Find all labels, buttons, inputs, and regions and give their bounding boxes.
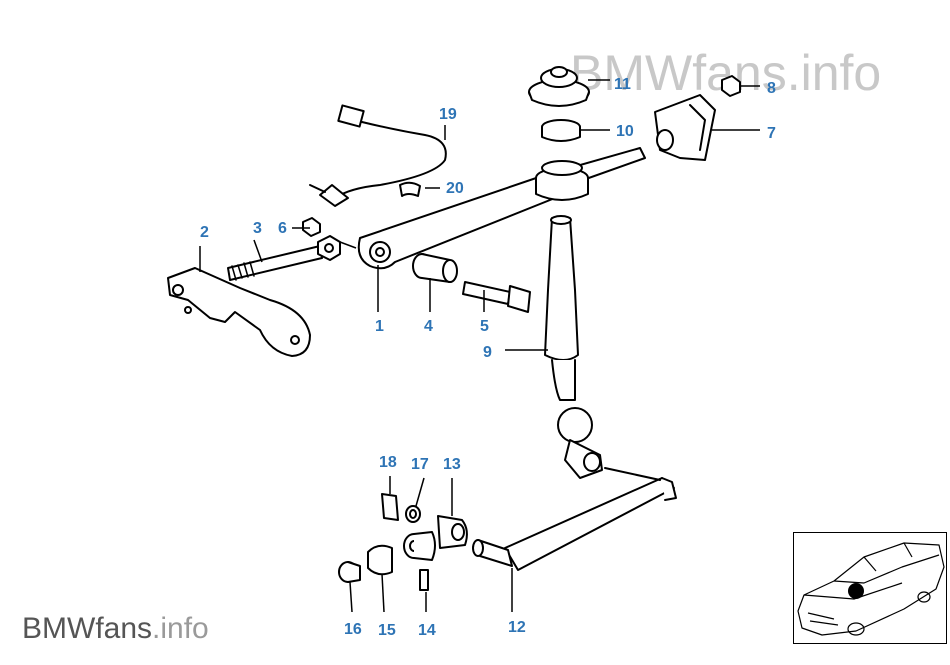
callout-18: 18 xyxy=(379,454,397,471)
watermark-suffix: .info xyxy=(786,45,882,101)
leader-lines xyxy=(199,79,760,613)
nut-8 xyxy=(721,75,741,97)
shift-arm xyxy=(357,147,646,270)
callouts: 1 2 3 4 5 6 7 8 9 10 11 12 13 14 15 16 1… xyxy=(200,76,776,639)
callout-20: 20 xyxy=(446,180,464,197)
car-location-inset xyxy=(793,532,947,644)
joint-part xyxy=(437,515,468,549)
bolt-part xyxy=(227,245,323,281)
bolt-5 xyxy=(462,281,531,313)
nut-part xyxy=(302,217,341,261)
callout-12: 12 xyxy=(508,619,526,636)
mount-bracket xyxy=(654,94,716,161)
bushing-part xyxy=(412,253,458,283)
callout-10: 10 xyxy=(616,123,634,140)
watermark-suffix: .info xyxy=(152,612,209,645)
collar xyxy=(535,160,589,201)
callout-19: 19 xyxy=(439,106,457,123)
clip-part xyxy=(399,181,421,197)
callout-17: 17 xyxy=(411,456,429,473)
clip-18 xyxy=(381,493,399,521)
watermark-top: BMWfans.info xyxy=(570,44,881,102)
car-location-icon xyxy=(797,542,945,636)
callout-9: 9 xyxy=(483,344,492,361)
bush-15 xyxy=(367,544,393,576)
callout-16: 16 xyxy=(344,621,362,638)
watermark-bottom: BMWfans.info xyxy=(22,612,209,646)
callout-4: 4 xyxy=(424,318,433,335)
watermark-brand: BMWfans xyxy=(570,45,787,101)
wiring-harness xyxy=(309,104,447,207)
callout-14: 14 xyxy=(418,622,436,639)
callout-3: 3 xyxy=(253,220,262,237)
washer-part xyxy=(405,505,421,523)
boot-part xyxy=(528,66,590,107)
gear-lever xyxy=(544,215,603,479)
bracket-part xyxy=(167,267,311,357)
selector-rod xyxy=(472,467,677,571)
callout-1: 1 xyxy=(375,318,384,335)
callout-13: 13 xyxy=(443,456,461,473)
cap-part xyxy=(338,561,361,583)
callout-7: 7 xyxy=(767,125,776,142)
ring-part xyxy=(541,119,581,142)
callout-6: 6 xyxy=(278,220,287,237)
callout-2: 2 xyxy=(200,224,209,241)
callout-8: 8 xyxy=(767,80,776,97)
pin-part xyxy=(419,569,429,591)
callout-11: 11 xyxy=(614,76,631,93)
callout-5: 5 xyxy=(480,318,489,335)
callout-15: 15 xyxy=(378,622,396,639)
watermark-brand: BMWfans xyxy=(22,612,153,645)
spacer-part xyxy=(403,531,436,561)
